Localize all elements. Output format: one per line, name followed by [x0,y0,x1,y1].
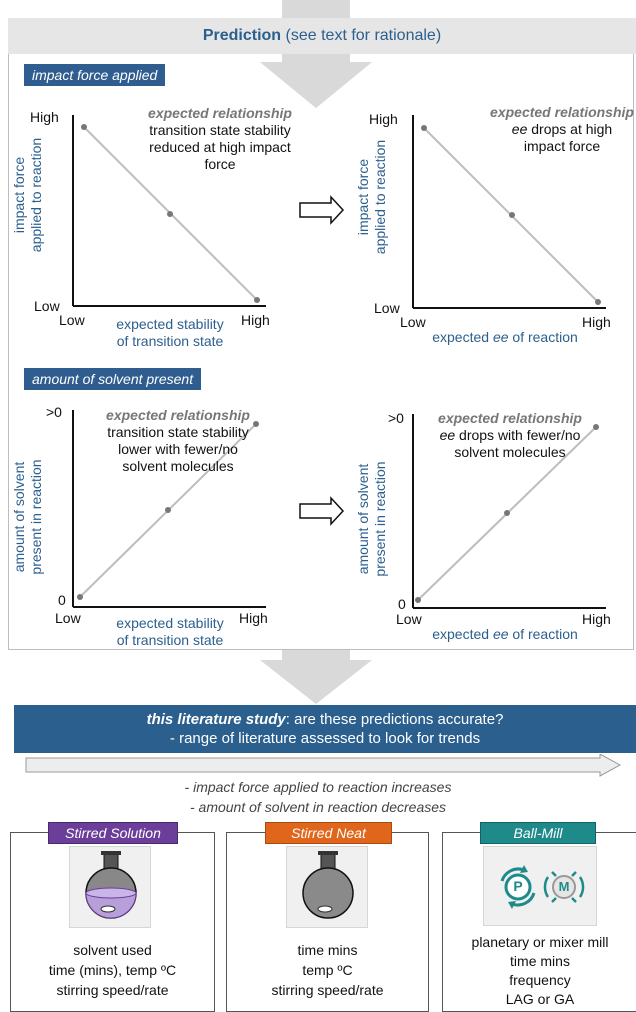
s2-right-y-high: >0 [388,410,404,426]
mixer-label: M [558,879,570,894]
s2-left-axes [72,410,266,608]
trend-impact: - impact force applied to reaction incre… [184,779,452,795]
s2-left-x-low: Low [55,610,81,626]
s1-right-point [595,299,601,305]
s2-right-point [415,597,421,603]
flask-neat-image [286,846,368,928]
s2-left-point [165,507,171,513]
horizontal-arrow [25,754,622,777]
s2-right-xlabel: expected ee of reaction [432,626,578,642]
round-bottom-flask-neat-icon [302,851,354,919]
s1-left-point [254,297,260,303]
s1-right-point [509,212,515,218]
s1-left-point [167,211,173,217]
prediction-title: Prediction [202,27,282,44]
ball-mill-image: P M [483,846,597,926]
s1-left-point [81,124,87,130]
s1-right-y-low: Low [374,300,400,316]
s2-left-y-low: 0 [58,592,66,608]
implies-arrow-2 [299,496,345,526]
s1-left-x-high: High [241,312,270,328]
implies-arrow-1 [299,195,345,225]
s1-right-axes [412,115,606,309]
s1-left-axes [72,115,266,307]
s1-left-y-low: Low [34,298,60,314]
header-arrow-tail [260,54,372,108]
label-ball-mill: Ball-Mill [480,822,596,844]
prediction-panel [8,18,634,650]
s2-right-point [504,510,510,516]
s2-right-relationship: expected relationship ee drops with fewe… [438,410,582,460]
prediction-header: Prediction (see text for rationale) [8,18,636,54]
s1-right-x-high: High [582,314,611,330]
s2-right-axes [412,414,606,609]
flask-solution-image [69,846,151,928]
section2-plots [72,410,606,609]
s1-right-point [421,125,427,131]
s2-right-x-low: Low [396,611,422,627]
section1-plots [72,115,606,309]
s2-left-x-high: High [239,610,268,626]
s2-right-point [593,424,599,430]
s1-right-x-low: Low [400,314,426,330]
prediction-subtitle: (see text for rationale) [281,27,442,44]
planetary-label: P [513,878,523,894]
middle-down-arrow [260,650,372,704]
s2-left-relationship: expected relationship transition state s… [106,407,250,474]
study-banner: this literature study: are these predict… [14,705,636,753]
s1-right-relationship: expected relationship ee drops at high i… [490,104,634,154]
s2-left-point [253,421,259,427]
s2-right-x-high: High [582,611,611,627]
s1-left-relationship: expected relationship transition state s… [148,105,292,172]
section-label-solvent: amount of solvent present [24,368,202,390]
planetary-mill-icon [500,865,536,909]
s1-right-y-high: High [369,111,398,127]
round-bottom-flask-solution-icon [85,851,137,919]
label-stirred-solution: Stirred Solution [48,822,178,844]
s2-right-y-low: 0 [398,596,406,612]
s1-right-xlabel: expected ee of reaction [432,329,578,345]
mill-icons [500,865,585,909]
trend-solvent: - amount of solvent in reaction decrease… [189,799,447,815]
s1-left-y-high: High [30,109,59,125]
label-stirred-neat: Stirred Neat [265,822,392,844]
s1-left-x-low: Low [59,312,85,328]
s2-left-point [77,594,83,600]
s2-left-y-high: >0 [46,404,62,420]
section-label-impact: impact force applied [24,64,166,86]
mixer-mill-icon [543,871,585,903]
